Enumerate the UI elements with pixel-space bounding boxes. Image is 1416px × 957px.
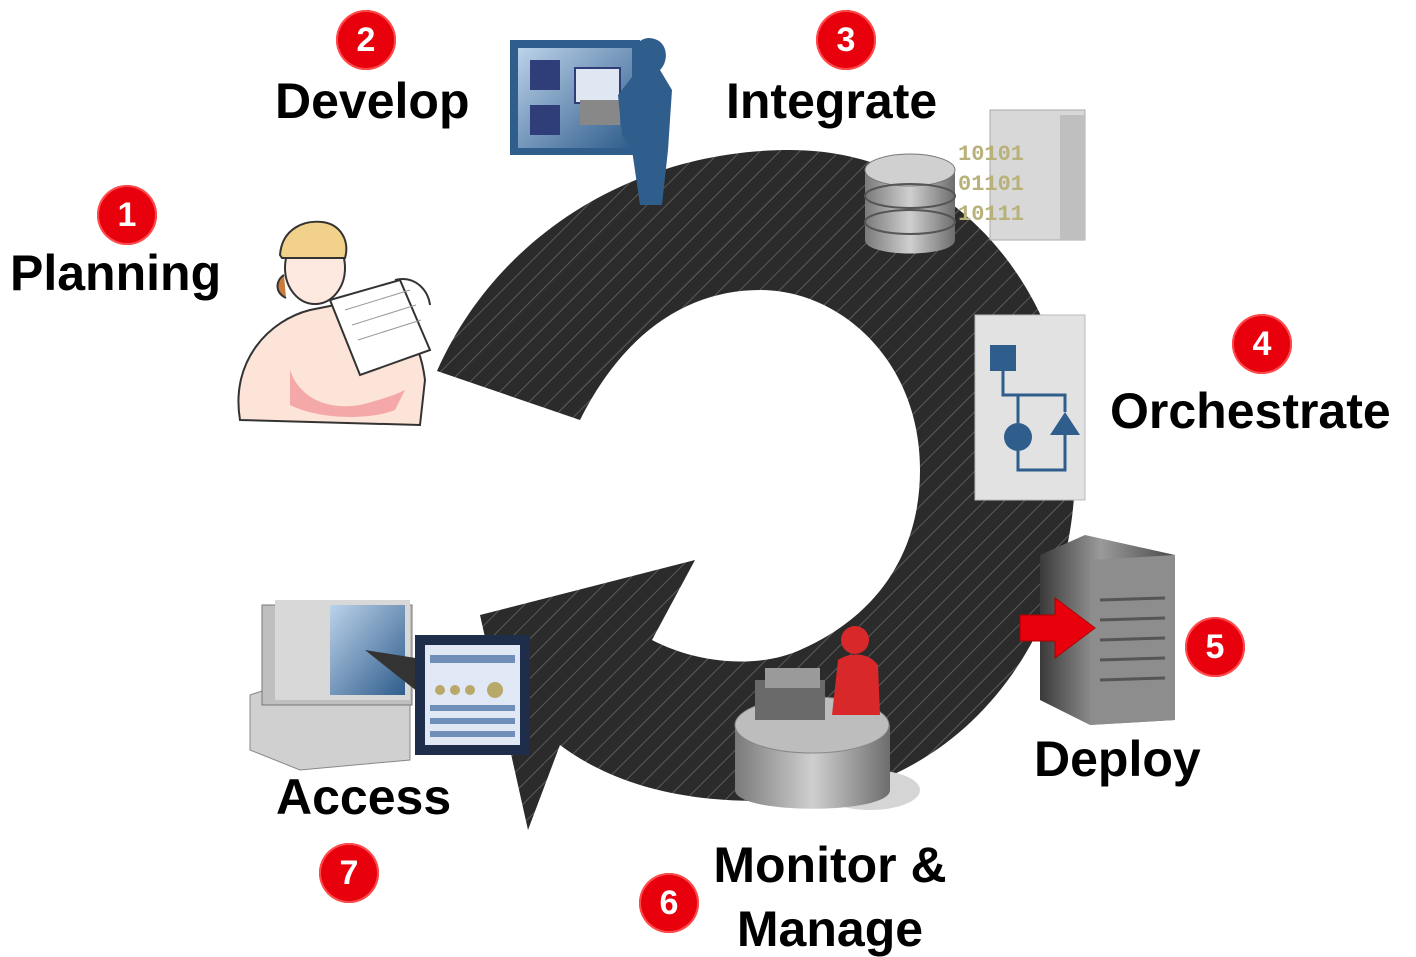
step-6-label-line1: Monitor &	[713, 837, 947, 893]
svg-text:01101: 01101	[958, 172, 1024, 197]
developer-at-workstation-icon	[510, 38, 672, 205]
step-2-label: Develop	[275, 73, 470, 129]
cycle-arrow	[437, 150, 1075, 830]
desktop-computer-portal-icon	[249, 600, 530, 771]
step-6-label: Monitor & Manage	[700, 840, 960, 954]
svg-text:10101: 10101	[958, 142, 1024, 167]
step-6-label-line2: Manage	[736, 901, 924, 957]
step-3-label: Integrate	[726, 73, 938, 129]
process-flow-chart-icon	[974, 314, 1086, 501]
step-5-label: Deploy	[1034, 731, 1201, 787]
svg-text:10111: 10111	[958, 202, 1024, 227]
step-1-badge: 1	[97, 185, 157, 245]
step-4-badge: 4	[1232, 314, 1292, 374]
step-3-badge: 3	[816, 10, 876, 70]
step-5-badge: 5	[1185, 617, 1245, 677]
architect-with-blueprints-icon	[237, 220, 432, 427]
database-binary-server-icon: 10101 01101 10111	[864, 109, 1086, 254]
operator-console-icon	[734, 626, 920, 810]
step-7-label: Access	[276, 769, 452, 825]
step-7-badge: 7	[319, 843, 379, 903]
server-tower-arrow-icon	[1019, 535, 1175, 725]
step-1-label: Planning	[10, 245, 222, 301]
step-2-badge: 2	[336, 10, 396, 70]
step-6-badge: 6	[639, 873, 699, 933]
step-4-label: Orchestrate	[1110, 383, 1391, 439]
